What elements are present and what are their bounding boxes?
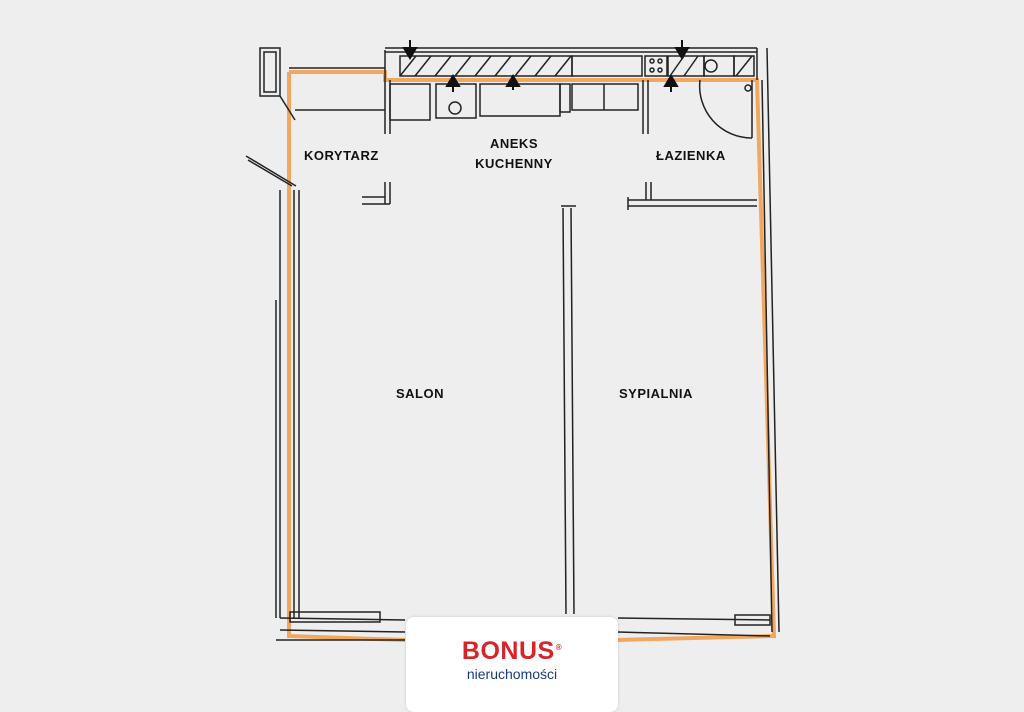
room-label-aneks-line1: ANEKS	[489, 136, 538, 151]
apartment-outline	[287, 70, 777, 642]
bathroom-fixture	[744, 84, 752, 92]
room-label-aneks-kuchenny: ANEKS KUCHENNY	[464, 134, 564, 174]
room-label-sypialnia: SYPIALNIA	[619, 386, 693, 401]
room-label-aneks-line2: KUCHENNY	[475, 156, 553, 171]
kitchen-counter	[389, 55, 755, 121]
walls	[245, 47, 780, 641]
room-label-lazienka: ŁAZIENKA	[656, 148, 726, 163]
brand-logo-wordmark: BONUS®	[406, 637, 618, 666]
storage-unit	[259, 47, 296, 121]
ventilation-arrows	[402, 40, 690, 92]
brand-name: BONUS	[461, 637, 555, 665]
brand-logo: BONUS® nieruchomości	[406, 617, 618, 712]
room-label-korytarz: KORYTARZ	[304, 148, 379, 163]
brand-tagline: nieruchomości	[466, 666, 558, 682]
registered-mark: ®	[555, 642, 563, 652]
room-label-salon: SALON	[396, 386, 444, 401]
